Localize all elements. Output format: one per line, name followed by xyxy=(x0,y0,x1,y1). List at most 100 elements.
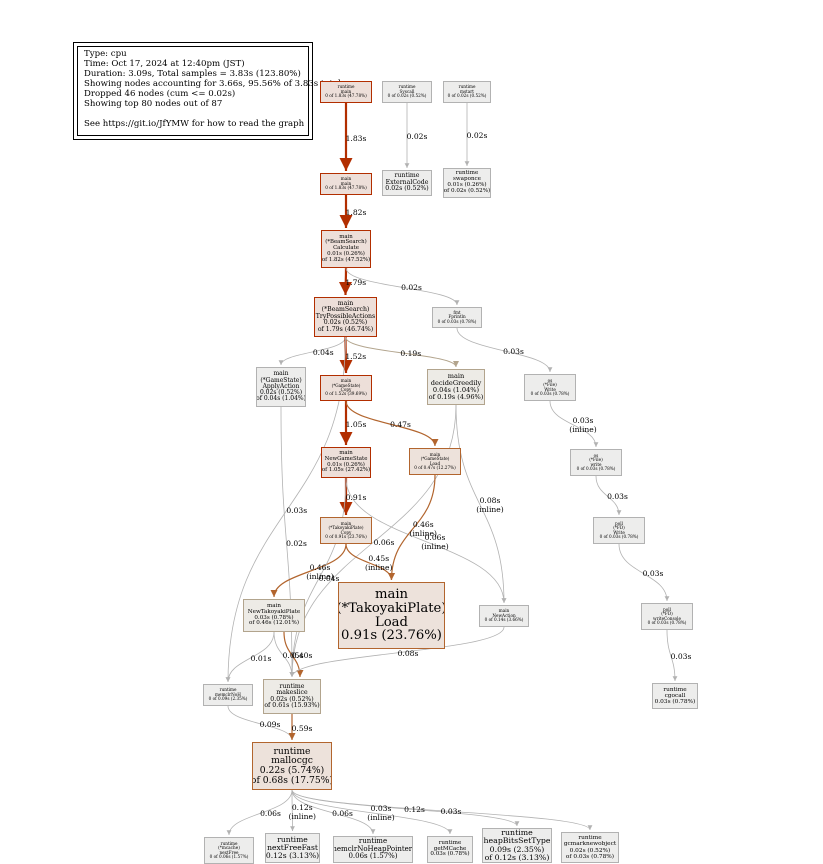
node-text-line: nextFreeFast xyxy=(267,843,318,853)
node-text-line: (*GameState) xyxy=(260,376,302,384)
edge-newaction-to-makeslice xyxy=(289,626,505,678)
edge-label: 0.03s(inline) xyxy=(367,804,395,822)
node-text-line: (*FD) xyxy=(613,525,625,531)
node-text-line: runtime xyxy=(337,84,355,90)
node-text-line: (*File) xyxy=(543,382,557,388)
edge-mallocgc-to-memclr xyxy=(291,789,376,835)
edge-label: 0.02s xyxy=(466,131,488,140)
node-text-line: 0.02s (0.52%) xyxy=(569,847,611,854)
node-text-line: 0.09s (2.35%) xyxy=(489,844,545,854)
edge-tkcopy-to-tkload xyxy=(345,543,396,581)
edge-mallocgc-to-publication xyxy=(291,789,593,831)
node-text-line: gcmarknewobject xyxy=(563,841,617,848)
edge-label: 0.47s xyxy=(390,420,411,429)
node-text-line: 0.04s (1.04%) xyxy=(432,386,480,394)
node-text-line: poll xyxy=(663,606,671,612)
node-text-line: 0.02s (0.52%) xyxy=(385,185,429,193)
node-text-line: 0 of 0.03s (0.78%) xyxy=(647,619,687,625)
edge-calculate-to-fprintln xyxy=(345,267,460,306)
node-text-line: os xyxy=(547,377,553,383)
edge-mallocgc-to-nextfreefast xyxy=(290,789,295,832)
legend-type: Type: cpu xyxy=(84,49,127,59)
node-text-line: runtime xyxy=(455,170,479,177)
edge-label: 0.06s xyxy=(260,809,281,818)
node-text-line: runtime xyxy=(663,686,687,693)
node-text-line: cgocall xyxy=(664,692,686,699)
node-text-line: runtime xyxy=(277,835,308,845)
node-text-line: mallocgc xyxy=(271,755,313,767)
node-text-line: memclrNoHeapPointers xyxy=(333,844,413,853)
node-text-line: main xyxy=(429,451,441,457)
node-text-line: mstart xyxy=(460,88,474,94)
node-text-line: (*BeamSearch) xyxy=(325,239,367,246)
node-text-line: of 1.05s (27.42%) xyxy=(321,467,371,474)
edge-label: 0.46s(inline) xyxy=(409,519,438,538)
legend-link[interactable]: See https://git.io/JfYMW for how to read… xyxy=(84,119,305,129)
node-text-line: 0.91s (23.76%) xyxy=(341,628,442,644)
node-text-line: main xyxy=(266,602,282,609)
node-text-line: main xyxy=(447,372,465,381)
edge-label: 1.05s xyxy=(345,419,367,429)
node-text-line: main xyxy=(273,370,289,378)
node-text-line: runtime xyxy=(358,837,388,846)
node-text-line: (*TakoyakiPlate) xyxy=(328,525,364,531)
edge-fprintln-to-oswrite xyxy=(456,327,553,373)
edge-label: 0.02s xyxy=(406,132,428,141)
edge-label: 0.59s xyxy=(291,723,313,733)
edge-label: 0.08s xyxy=(397,648,419,658)
edge-newgamestate-to-makeslice xyxy=(289,477,347,678)
node-text-line: runtime xyxy=(398,84,416,90)
node-text-line: Load xyxy=(429,460,441,466)
edge-label: 0.03s xyxy=(503,346,524,356)
edge-label: 1.82s xyxy=(345,208,367,217)
node-text-line: nextFree xyxy=(219,849,239,855)
edge-label: 0.12s(inline) xyxy=(288,802,317,821)
edge-newtako-to-makeslice xyxy=(283,631,304,678)
node-text-line: runtime xyxy=(578,835,602,842)
node-text-line: Write xyxy=(544,386,556,392)
node-text-line: main xyxy=(339,233,353,240)
node-text-line: (*GameState) xyxy=(331,382,361,388)
node-text-line: NewGameState xyxy=(324,455,368,462)
edge-greedily-to-newaction xyxy=(455,404,507,604)
node-text-line: os xyxy=(593,452,599,458)
edge-label: 1.52s xyxy=(345,351,367,361)
node-text-line: Syscall xyxy=(399,88,415,94)
node-text-line: 0.06s (1.57%) xyxy=(348,852,398,861)
node-text-line: poll xyxy=(615,520,623,526)
node-text-line: main xyxy=(337,299,354,307)
node-text-line: fmt xyxy=(453,309,461,315)
